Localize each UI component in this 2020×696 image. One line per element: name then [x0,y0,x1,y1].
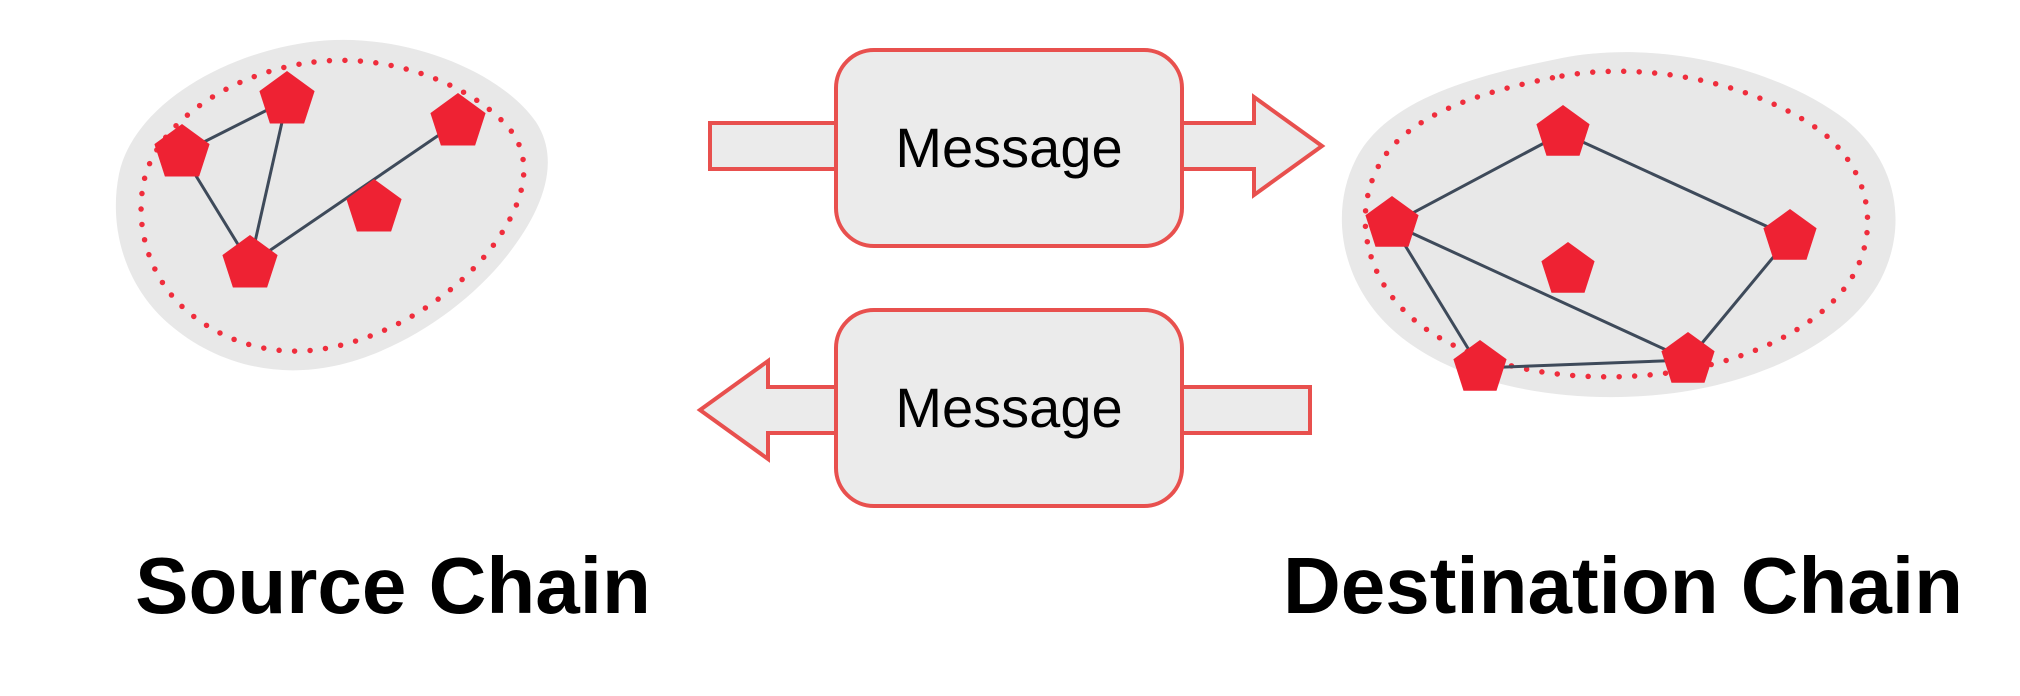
chain-edge [1479,358,1689,370]
message-label-to-destination: Message [895,116,1122,179]
blockchain-node-icon [1453,340,1507,391]
diagram-text: Message Message Source Chain Destination… [135,116,1963,630]
chain-edge [1390,223,1482,369]
chain-edge [1562,131,1791,239]
blockchain-node-icon [259,71,315,124]
source-chain-network-region [115,39,548,371]
blockchain-node-icon [346,179,402,232]
message-label-to-source: Message [895,376,1122,439]
blockchain-node-icon [1536,105,1590,156]
message-arrows-stroke [696,93,1326,463]
destination-chain-cluster [1341,52,1896,398]
blockchain-node-icon [1541,242,1595,293]
destination-chain-label: Destination Chain [1283,541,1963,630]
arrow-tail-source-to-destination [708,121,844,171]
arrow-head-left-icon [696,357,846,463]
source-chain-cluster [115,39,548,371]
chain-edge [248,99,289,265]
destination-chain-network-region [1341,52,1896,398]
destination-chain-dotted-boundary [1362,68,1871,380]
blockchain-node-icon [1365,196,1419,247]
arrow-tail-destination-to-source [1176,385,1312,435]
source-chain-label: Source Chain [135,541,651,630]
message-boxes-stroke [834,48,1184,508]
message-box-to-destination [834,48,1184,248]
blockchain-node-icon [154,124,210,177]
message-arrows [696,93,1326,463]
blockchain-node-icon [430,93,486,146]
blockchain-node-icon [1763,209,1817,260]
blockchain-node-icon [1661,332,1715,383]
blockchain-node-icon [222,235,278,288]
chain-edge [1391,222,1689,362]
destination-chain-nodes [1365,105,1817,391]
message-boxes [834,48,1184,508]
destination-chain-edges [1390,131,1792,370]
arrow-head-right-icon [1174,93,1326,199]
chain-edge [249,120,459,266]
source-chain-nodes [154,71,486,288]
chain-edge [1391,131,1564,226]
message-box-to-source [834,308,1184,508]
